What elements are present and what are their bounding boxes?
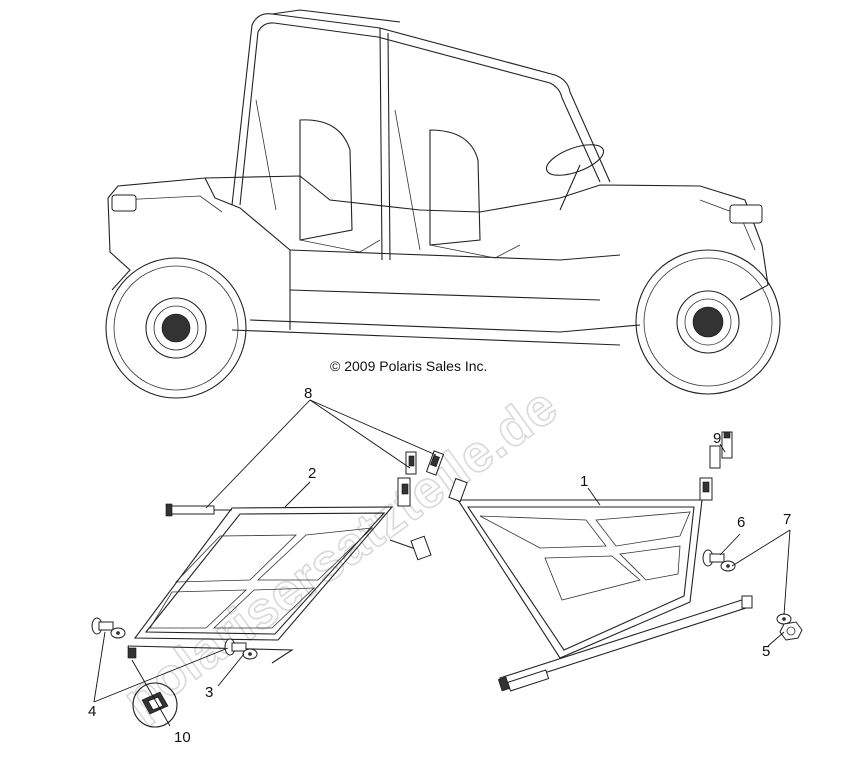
copyright-text: © 2009 Polaris Sales Inc. — [330, 358, 487, 374]
strap-connector-center — [425, 450, 468, 503]
callout-3: 3 — [205, 684, 213, 701]
callout-labels: 8 2 1 9 6 7 5 3 4 10 — [88, 385, 791, 746]
seats — [299, 119, 521, 259]
callout-9: 9 — [713, 430, 721, 447]
right-door-assembly — [425, 431, 753, 692]
hinge-rod-left — [165, 503, 232, 517]
strap-connector-right — [699, 431, 733, 501]
steering-wheel — [545, 144, 605, 211]
hardware — [91, 549, 803, 728]
latch-clip-10 — [127, 647, 178, 728]
strap-connector-left — [397, 451, 417, 507]
callout-1: 1 — [580, 473, 588, 490]
nut-5 — [779, 621, 803, 641]
rear-wheel — [105, 257, 247, 399]
callout-2: 2 — [308, 465, 316, 482]
vehicle-body — [107, 175, 769, 346]
vehicle-illustration — [105, 9, 781, 399]
latch-strap-left — [389, 535, 432, 561]
roll-cage — [231, 9, 611, 261]
bolt-3 — [224, 638, 258, 660]
callout-8: 8 — [304, 385, 312, 402]
bolt-4 — [91, 617, 126, 639]
leader-lines — [93, 399, 791, 727]
left-door-assembly — [127, 451, 432, 664]
callout-4: 4 — [88, 703, 96, 720]
washer-7 — [720, 560, 792, 625]
hinge-rod-right — [497, 669, 550, 692]
bolt-6 — [702, 549, 725, 567]
callout-6: 6 — [737, 514, 745, 531]
callout-5: 5 — [762, 643, 770, 660]
callout-10: 10 — [174, 729, 191, 746]
watermark: polarisersatzteile.de — [113, 377, 569, 730]
front-wheel — [635, 249, 781, 395]
callout-7: 7 — [783, 511, 791, 528]
